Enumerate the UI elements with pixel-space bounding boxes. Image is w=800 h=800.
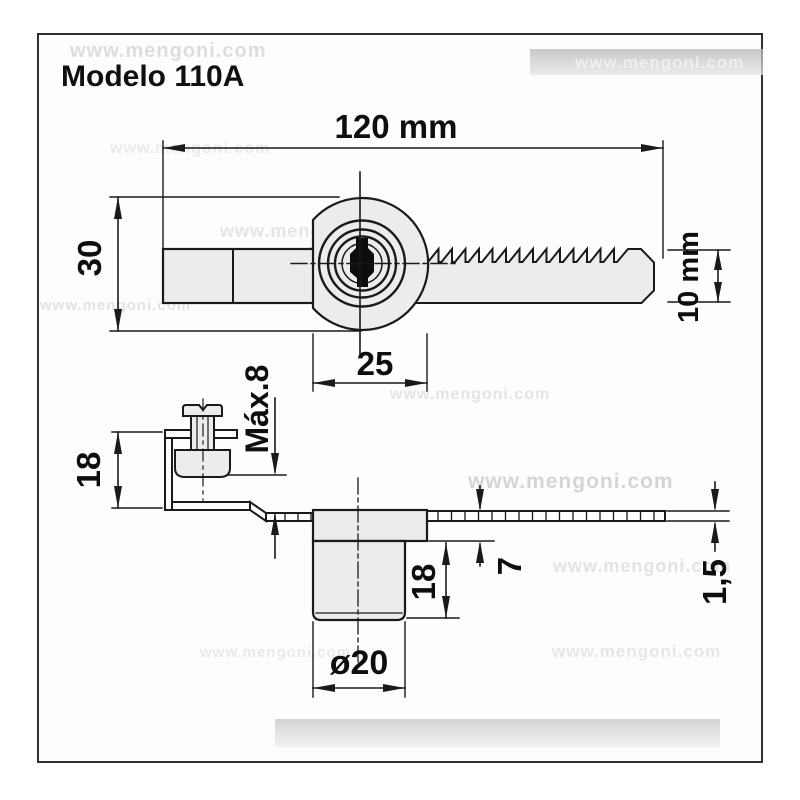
ext-line [312, 621, 406, 698]
arrowhead [114, 432, 122, 454]
dim-label-overall-width: 120 mm [334, 107, 458, 145]
dim-label-cylinder-width: 25 [356, 344, 394, 382]
ext-line [667, 249, 731, 303]
arrowhead [163, 144, 185, 152]
ext-line [666, 510, 730, 522]
cylinder-barrel [311, 539, 407, 622]
arrowhead [442, 543, 450, 565]
bracket-left-wall [164, 429, 173, 511]
arrowhead [714, 282, 722, 302]
dim-label-barrel-height: 18 [404, 563, 442, 601]
ext-line [109, 196, 362, 332]
dim-label-bracket-height: 18 [69, 451, 107, 489]
ext-line [162, 140, 664, 259]
arrowhead [271, 513, 279, 535]
rack-bar-top-view [413, 246, 655, 304]
model-title: Modelo 110A [61, 60, 245, 93]
arrowhead [114, 486, 122, 508]
arrowhead [313, 684, 335, 692]
arrowhead [405, 379, 427, 387]
bar-jog [249, 500, 267, 523]
flange-plate-top-view [161, 247, 317, 305]
bracket-bottom-plate [164, 501, 251, 511]
arrowhead [711, 521, 719, 543]
keyhole [350, 238, 374, 287]
rack-bar-side-view [423, 510, 666, 522]
dim-label-bar-thickness: 1,5 [695, 559, 733, 605]
dim-label-body-height: 30 [70, 239, 108, 277]
arrowhead [271, 453, 279, 475]
bar-left-ticks [284, 512, 312, 522]
thumbscrew-thread-lines [196, 415, 209, 453]
arrowhead [711, 489, 719, 511]
arrowhead [313, 379, 335, 387]
clamp-pad [174, 449, 231, 478]
arrowhead [476, 489, 484, 511]
arrowhead [641, 144, 663, 152]
housing-flange-side-view [311, 508, 429, 543]
drawing-frame [37, 33, 763, 763]
ext-line [111, 431, 163, 509]
arrowhead [442, 596, 450, 618]
dim-label-barrel-diameter: ø20 [329, 644, 389, 682]
dim-label-rack-bar-height: 10 mm [672, 231, 705, 323]
dim-label-step-height: 7 [490, 556, 528, 576]
arrowhead [114, 309, 122, 331]
arrowhead [383, 684, 405, 692]
arrowhead [114, 197, 122, 219]
ext-line [312, 333, 428, 392]
dim-label-max-glass: Máx.8 [239, 364, 275, 454]
arrowhead [476, 541, 484, 563]
arrowhead [714, 250, 722, 270]
bar-left-segment [265, 512, 317, 522]
rack-bar-ticks [437, 510, 655, 522]
